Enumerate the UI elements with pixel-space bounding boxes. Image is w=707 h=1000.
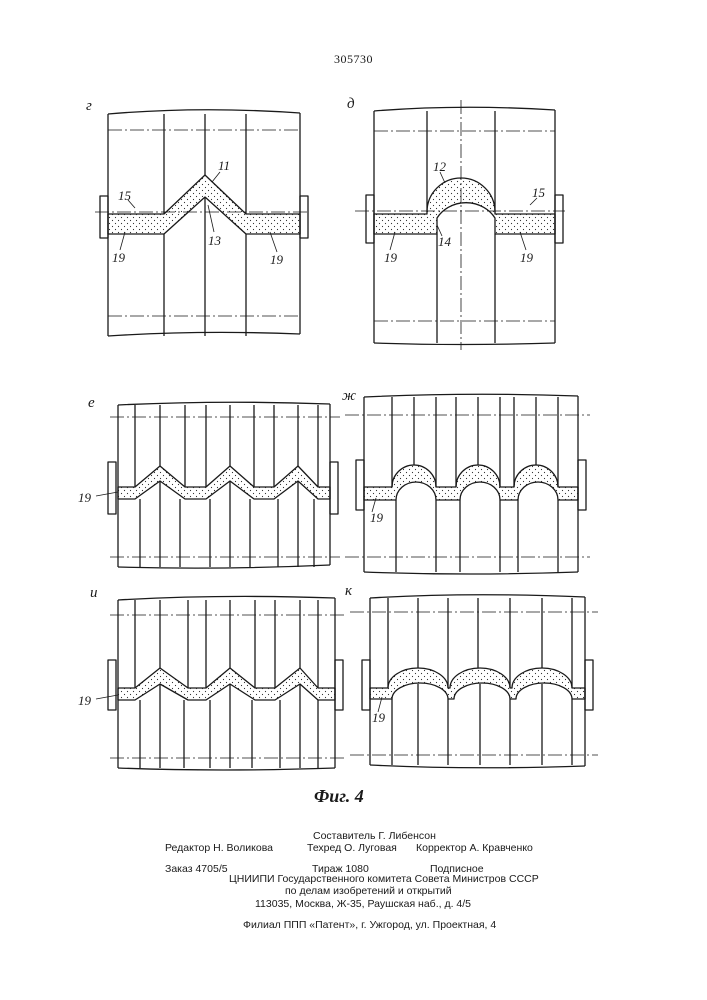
callout-13: 13 <box>208 233 222 248</box>
panel-i-drawing <box>96 596 345 770</box>
panel-d-drawing <box>355 100 565 350</box>
callout-11: 11 <box>218 158 230 173</box>
callout-19: 19 <box>520 250 534 265</box>
callout-19: 19 <box>384 250 398 265</box>
panel-k-drawing <box>350 595 598 768</box>
callout-19: 19 <box>78 490 92 505</box>
techred-credit: Техред О. Луговая <box>307 842 397 854</box>
panel-letter-d: д <box>347 96 355 112</box>
publisher-address: 113035, Москва, Ж-35, Раушская наб., д. … <box>255 898 471 910</box>
callout-12: 12 <box>433 159 447 174</box>
order-number: Заказ 4705/5 <box>165 863 228 875</box>
panel-letter-i: и <box>90 585 98 601</box>
panel-zh-drawing <box>345 394 590 574</box>
panel-letter-e: е <box>88 395 95 411</box>
callout-19: 19 <box>112 250 126 265</box>
callout-19: 19 <box>78 693 92 708</box>
panel-letter-g: г <box>86 98 92 114</box>
editor-credit: Редактор Н. Воликова <box>165 842 273 854</box>
publisher-line-1: ЦНИИПИ Государственного комитета Совета … <box>229 873 539 885</box>
publisher-line-2: по делам изобретений и открытий <box>285 885 452 897</box>
branch-address: Филиал ППП «Патент», г. Ужгород, ул. Про… <box>243 919 496 931</box>
panel-letter-k: к <box>345 583 353 599</box>
callout-15: 15 <box>118 188 132 203</box>
callout-19: 19 <box>372 710 386 725</box>
compiler-credit: Составитель Г. Либенсон <box>313 830 436 842</box>
callout-19: 19 <box>370 510 384 525</box>
callout-14: 14 <box>438 234 452 249</box>
figure-caption: Фиг. 4 <box>314 786 364 807</box>
corrector-credit: Корректор А. Кравченко <box>416 842 533 854</box>
panel-letter-zh: ж <box>342 388 356 404</box>
panel-g-drawing <box>95 110 308 336</box>
callout-15: 15 <box>532 185 546 200</box>
panel-e-drawing <box>96 402 340 568</box>
callout-19: 19 <box>270 252 284 267</box>
